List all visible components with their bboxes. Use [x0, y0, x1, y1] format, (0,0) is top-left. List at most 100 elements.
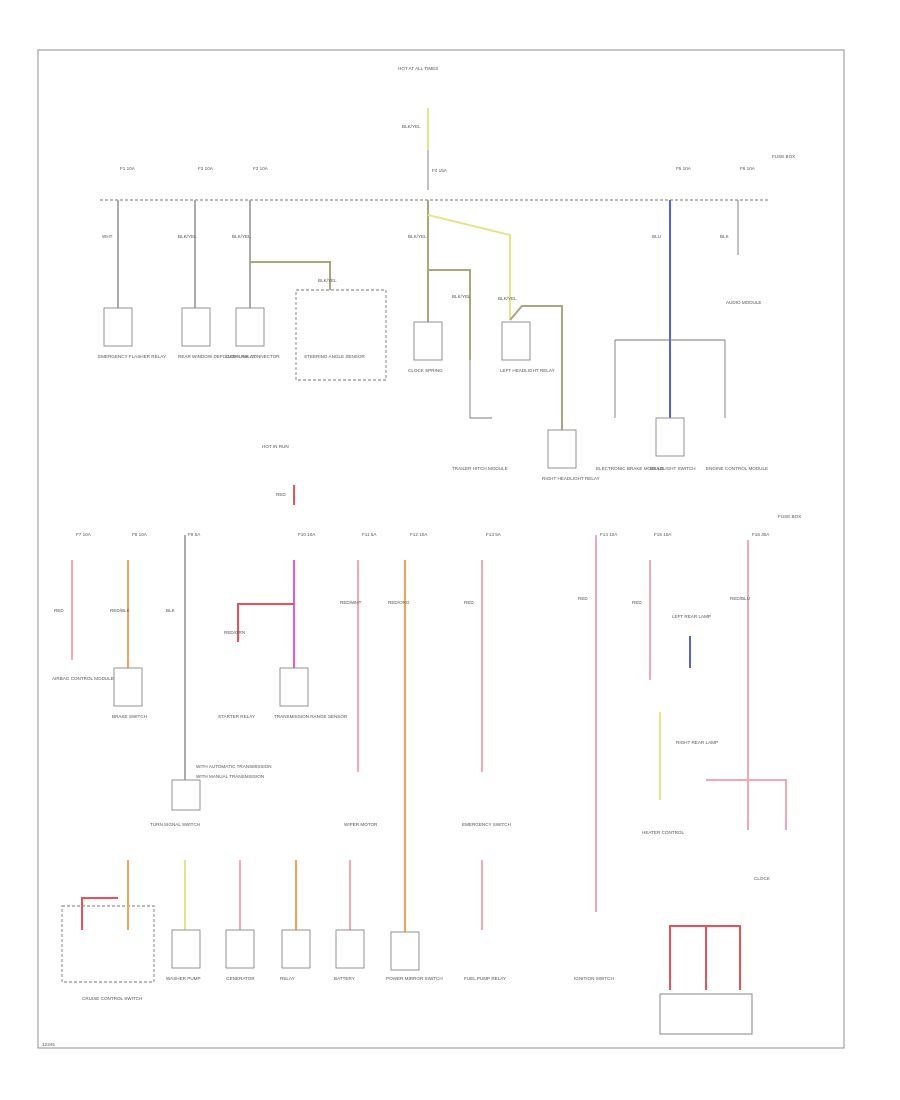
top-wire-label-3: BLK/YEL — [232, 234, 251, 239]
top-wire-label-9: BLK — [720, 234, 730, 239]
bottom-comp-label-10: LEFT REAR LAMP — [672, 614, 711, 619]
bottom-comp-label-8: EMERGENCY SWITCH — [462, 822, 511, 827]
top-comp-label-8: TRAILER HITCH MODULE — [452, 466, 508, 471]
bottom-note-1: WITH AUTOMATIC TRANSMISSION — [196, 764, 272, 769]
bottom-fuse-3: F9 5A — [188, 532, 201, 537]
top-wire-center-3 — [427, 214, 511, 320]
top-comp-label-2: REAR WINDOW DEFOGGER RELAY — [178, 354, 256, 359]
bottom-comp-label-6: WIPER MOTOR — [344, 822, 378, 827]
component-cruise-control — [61, 905, 155, 983]
top-comp-label-9: ELECTRONIC BRAKE MODULE — [596, 466, 663, 471]
bottom-wire-label-7: RED — [464, 600, 474, 605]
bottom-fuse-8: F14 10A — [600, 532, 618, 537]
top-comp-label-7: RIGHT HEADLIGHT RELAY — [542, 476, 600, 481]
bottom-wire-label-8: RED — [578, 596, 588, 601]
top-comp-label-5: CLOCK SPRING — [408, 368, 443, 373]
bottom-fuse-7: F13 5A — [486, 532, 502, 537]
bottom-comp-label-19: FUEL PUMP RELAY — [464, 976, 506, 981]
top-fuse-3: F3 10A — [253, 166, 269, 171]
top-wire-label-1: WHT — [102, 234, 113, 239]
top-wire-center-2 — [428, 269, 471, 360]
component-left-headlight — [501, 321, 531, 361]
bottom-wire-label-6: RED/ORG — [388, 600, 410, 605]
component-relay — [281, 929, 311, 969]
bottom-comp-label-3: TURN SIGNAL SWITCH — [150, 822, 200, 827]
top-wire-label-6: BLK/YEL — [452, 294, 471, 299]
component-emergency-flasher — [103, 307, 133, 347]
component-fuel-pump — [659, 993, 753, 1035]
bottom-comp-label-15: WASHER PUMP — [166, 976, 201, 981]
top-comp-label-4: STEERING ANGLE SENSOR — [304, 354, 365, 359]
bottom-fuse-1: F7 10A — [76, 532, 92, 537]
bottom-wire-label-3: BLK — [166, 608, 176, 613]
bottom-comp-label-9: IGNITION SWITCH — [574, 976, 614, 981]
bottom-header-label: HOT IN RUN — [262, 444, 289, 449]
top-fuse-2: F2 10A — [198, 166, 214, 171]
bottom-wire-10-tap — [706, 779, 787, 830]
top-comp-label-6: LEFT HEADLIGHT RELAY — [500, 368, 555, 373]
component-electronic-brake — [655, 417, 685, 457]
component-trans-range — [279, 667, 309, 707]
top-comp-label-12: AUDIO MODULE — [726, 300, 761, 305]
top-wire-label-7: BLK/YEL — [498, 296, 517, 301]
component-generator — [225, 929, 255, 969]
bottom-fuse-5: F11 5A — [362, 532, 377, 537]
bottom-comp-label-14: CRUISE CONTROL SWITCH — [82, 996, 142, 1001]
bottom-wire-label-9: RED — [632, 600, 642, 605]
component-turn-signal — [171, 779, 201, 811]
component-rear-defogger — [181, 307, 211, 347]
top-fuse-1: F1 10A — [120, 166, 136, 171]
bottom-fuse-4: F10 10A — [298, 532, 316, 537]
bottom-comp-label-11: RIGHT REAR LAMP — [676, 740, 718, 745]
top-fuse-4: F4 15A — [432, 168, 448, 173]
bottom-comp-label-17: RELAY — [280, 976, 295, 981]
bottom-right-note: FUSE BOX — [778, 514, 801, 519]
top-wire-label-4: BLK/YEL — [318, 278, 337, 283]
top-header-wire: BLK/YEL — [402, 124, 421, 129]
component-battery — [335, 929, 365, 969]
bottom-wire-label-2: RED/BLK — [110, 608, 131, 613]
top-header-label: HOT AT ALL TIMES — [398, 66, 438, 71]
component-brake-switch — [113, 667, 143, 707]
bottom-wire-label-1: RED — [54, 608, 64, 613]
component-washer-pump — [171, 929, 201, 969]
bottom-fuse-6: F12 10A — [410, 532, 428, 537]
fuel-pump-wires — [669, 925, 741, 990]
component-right-headlight — [547, 429, 577, 469]
top-comp-label-11: ENGINE CONTROL MODULE — [706, 466, 768, 471]
top-splice — [614, 339, 726, 418]
bottom-wire-label-4: RED/GRN — [224, 630, 245, 635]
top-comp-label-3: DATA LINK CONNECTOR — [226, 354, 280, 359]
component-mirror-switch — [390, 931, 420, 971]
bottom-note-2: WITH MANUAL TRANSMISSION — [196, 774, 264, 779]
bottom-comp-label-16: GENERATOR — [226, 976, 255, 981]
diagram-frame — [37, 49, 845, 1049]
component-steering-angle — [295, 289, 387, 381]
bottom-comp-label-7: POWER MIRROR SWITCH — [386, 976, 443, 981]
footer-code: 12345 — [42, 1042, 55, 1047]
bottom-comp-label-2: BRAKE SWITCH — [112, 714, 147, 719]
bottom-comp-label-5: TRANSMISSION RANGE SENSOR — [274, 714, 348, 719]
top-wire-label-8: BLU — [652, 234, 661, 239]
top-wire-3-tap — [250, 261, 331, 290]
bottom-comp-label-18: BATTERY — [334, 976, 355, 981]
bottom-comp-label-4: STARTER RELAY — [218, 714, 255, 719]
bottom-wire-label-5: RED/WHT — [340, 600, 362, 605]
top-ground-1 — [469, 360, 492, 419]
top-comp-label-1: EMERGENCY FLASHER RELAY — [98, 354, 166, 359]
top-fuse-5: F5 10A — [676, 166, 692, 171]
top-bus-note: FUSE BOX — [772, 154, 795, 159]
bottom-fuse-10: F16 30A — [752, 532, 770, 537]
bottom-wire-4-tap — [237, 603, 294, 642]
bottom-wire-label-10: RED/BLU — [730, 596, 750, 601]
lower-wire-red — [81, 897, 118, 930]
bottom-header-wire: RED — [276, 492, 286, 497]
top-comp-label-10: HEADLIGHT SWITCH — [650, 466, 696, 471]
component-data-link — [235, 307, 265, 347]
bottom-fuse-9: F15 10A — [654, 532, 672, 537]
top-wire-label-2: BLK/YEL — [178, 234, 197, 239]
top-fuse-6: F6 10A — [740, 166, 756, 171]
bottom-comp-label-12: HEATER CONTROL — [642, 830, 684, 835]
bottom-comp-label-13: CLOCK — [754, 876, 771, 881]
